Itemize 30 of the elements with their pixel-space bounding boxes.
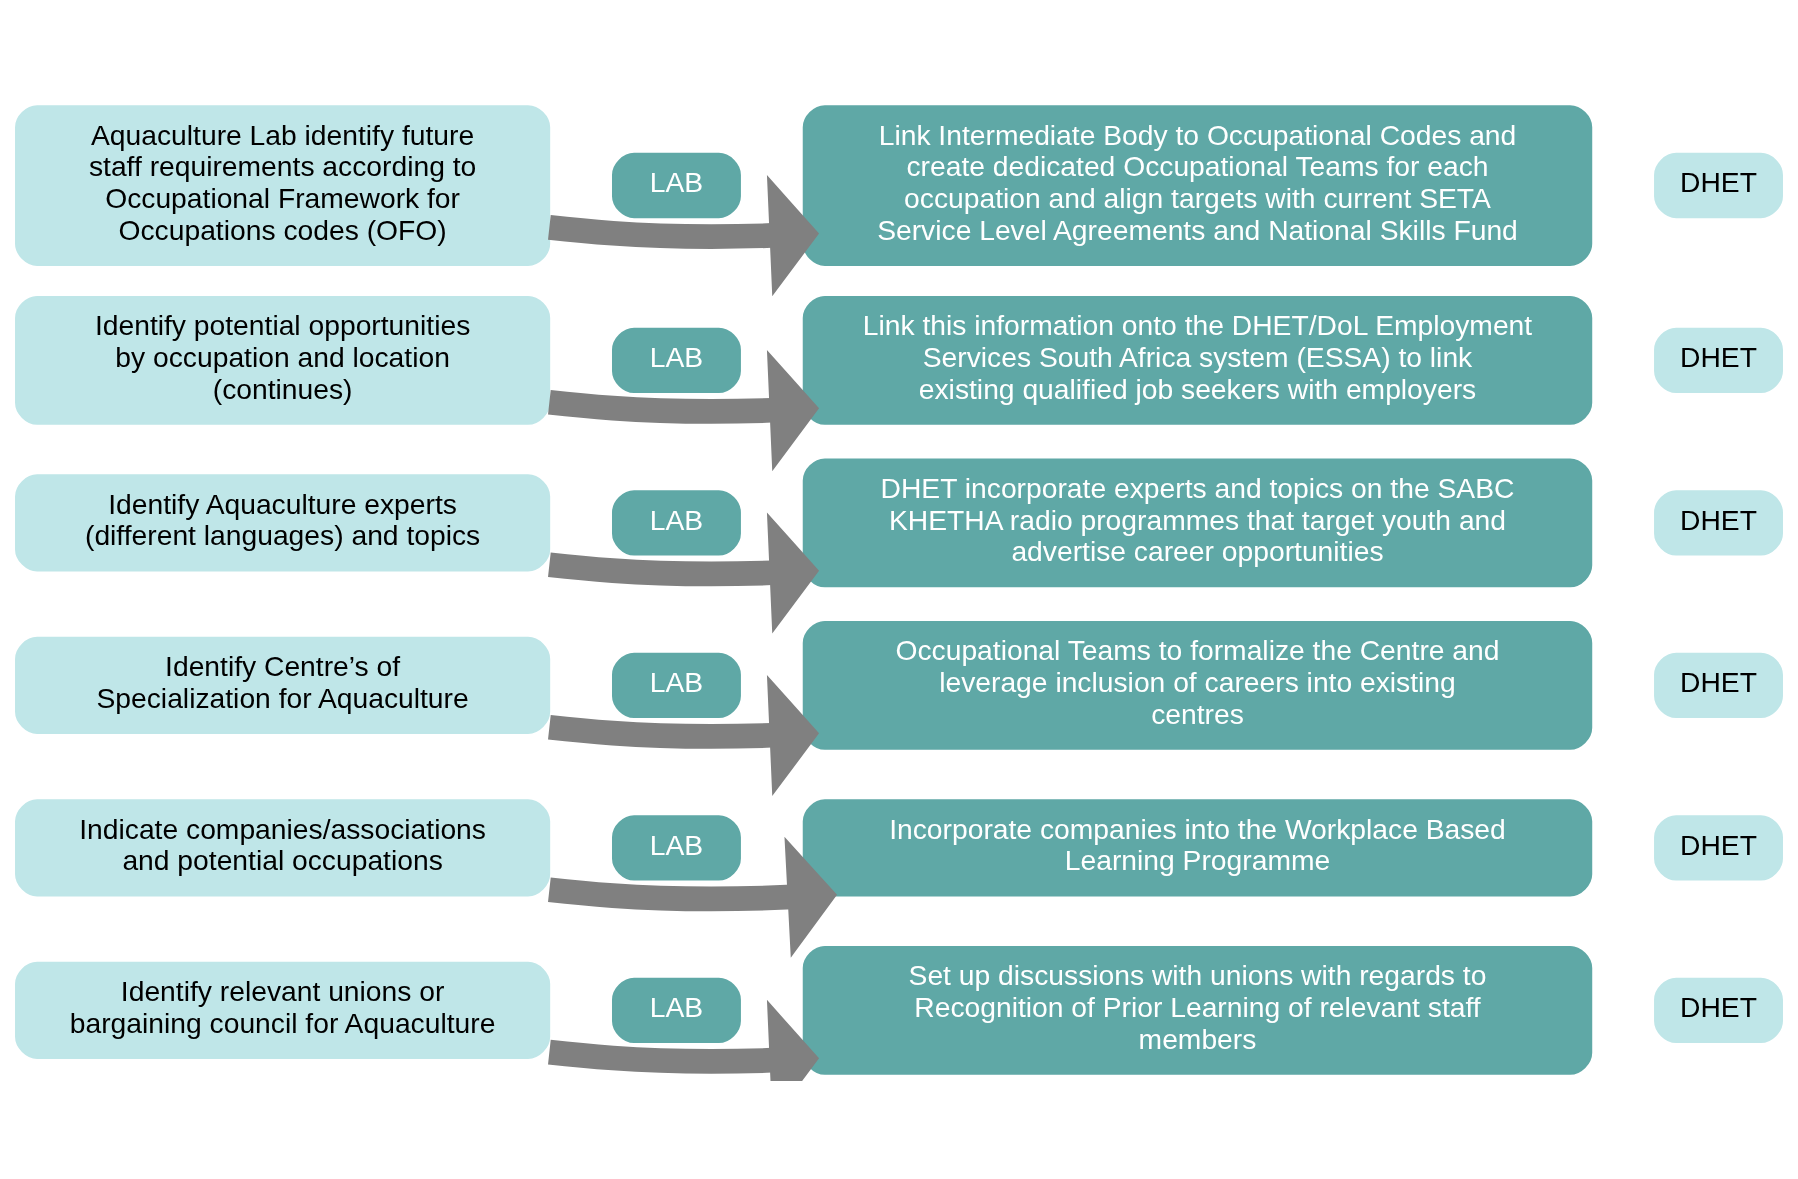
node-box: Aquaculture Lab identify future staff requirements according to Occupational Framework for Occupations codes (OFO) <box>15 104 551 266</box>
node-box: DHET <box>1654 152 1783 218</box>
node-box: DHET <box>1654 327 1783 393</box>
node-box: Identify Centre’s of Specialization for Aquaculture <box>15 636 551 734</box>
arrow <box>548 836 838 958</box>
node-box: DHET <box>1654 489 1783 556</box>
node-box: DHET incorporate experts and topics on the SABC KHETHA radio programmes that target youth and advertise career opportunities <box>802 457 1593 587</box>
node-box: LAB <box>612 977 741 1043</box>
node-box: Identify relevant unions or bargaining council for Aquaculture <box>15 961 551 1059</box>
node-box: Indicate companies/associations and potential occupations <box>15 798 551 896</box>
node-box: LAB <box>612 152 741 218</box>
arrow <box>548 174 820 296</box>
arrow <box>548 999 820 1081</box>
arrow <box>548 674 820 796</box>
arrow <box>548 349 820 471</box>
node-box: Identify potential opportunities by occupation and location (continues) <box>15 295 551 425</box>
node-box: Link Intermediate Body to Occupational Codes and create dedicated Occupational Teams for each occupation and align targets with current SETA Service Level Agreements and National Skills Fund <box>802 104 1593 266</box>
node-box: DHET <box>1654 652 1783 718</box>
node-box: Incorporate companies into the Workplace Based Learning Programme <box>802 798 1593 896</box>
node-box: Occupational Teams to formalize the Centre and leverage inclusion of careers into existing centres <box>802 620 1593 750</box>
node-box: DHET <box>1654 814 1783 881</box>
node-box: Link this information onto the DHET/DoL Employment Services South Africa system (ESSA) to link existing qualified job seekers with employers <box>802 295 1593 425</box>
node-box: DHET <box>1654 977 1783 1043</box>
arrow <box>548 511 820 634</box>
node-box: LAB <box>612 652 741 718</box>
node-box: Set up discussions with unions with regards to Recognition of Prior Learning of relevant staff members <box>802 945 1593 1075</box>
node-box: LAB <box>612 327 741 393</box>
node-box: LAB <box>612 814 741 881</box>
node-box: LAB <box>612 489 741 556</box>
node-box: Identify Aquaculture experts (different languages) and topics <box>15 473 551 571</box>
